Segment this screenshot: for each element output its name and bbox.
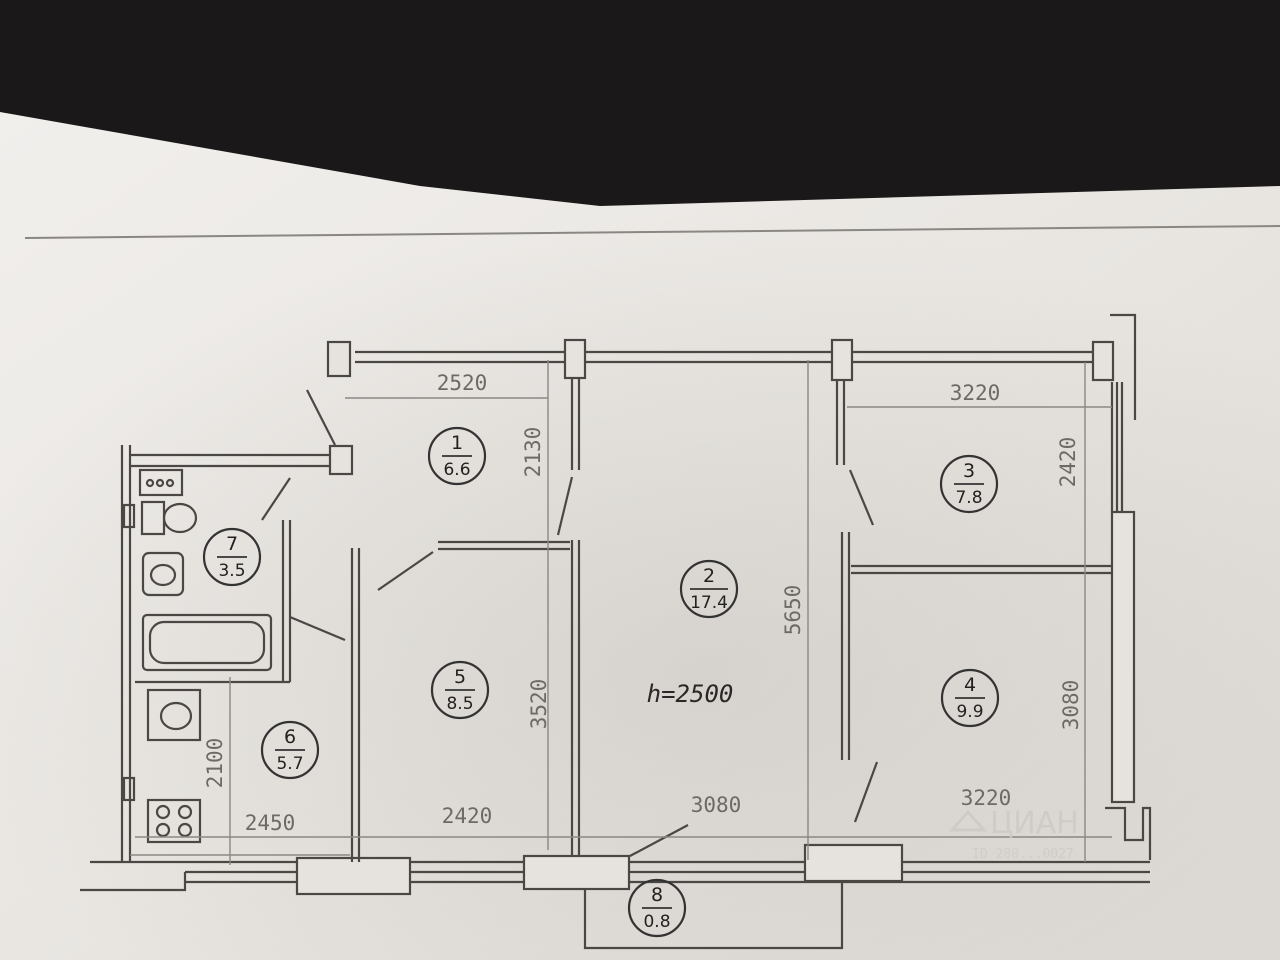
room-markers [202,426,1000,938]
watermark: ЦИАН ID 280...0027 [948,806,1079,862]
page-border-line [24,225,1280,239]
dim-room1-depth: 2130 [521,427,545,478]
room-8-area: 0.8 [643,912,670,932]
room-2-area: 17.4 [690,593,728,613]
watermark-brand: ЦИАН [990,806,1079,841]
room-7-area: 3.5 [218,561,245,581]
room-marker-dividers [217,455,985,909]
dim-kitchen-width: 2450 [245,811,296,835]
room-5-area: 8.5 [446,694,473,714]
room-3-number: 3 [963,460,975,482]
room-2-number: 2 [703,565,715,587]
dim-kitchen-depth: 2100 [203,738,227,789]
dim-room5-depth: 3520 [527,679,551,730]
room-6-number: 6 [284,726,296,748]
room-4-area: 9.9 [956,702,983,722]
dim-room4-depth: 3080 [1059,680,1083,731]
dim-room3-depth: 2420 [1056,437,1080,488]
dim-room5-width: 2420 [442,804,493,828]
dim-room2-width: 3080 [691,793,742,817]
room-1-number: 1 [451,432,463,454]
ceiling-height-label: h=2500 [647,680,734,708]
dim-room2-depth: 5650 [781,585,805,636]
dim-room3-width: 3220 [950,381,1001,405]
cian-logo-icon [948,809,988,832]
room-7-number: 7 [226,533,238,555]
dim-room4-width: 3220 [961,786,1012,810]
room-4-number: 4 [964,674,976,696]
plan-lines [80,313,1152,950]
dim-room1-width: 2520 [437,371,488,395]
dimension-labels: 2520 3220 2130 2420 5650 3520 3080 2100 … [203,371,1083,835]
room-1-area: 6.6 [443,460,470,480]
dimension-lines [130,360,1112,865]
watermark-id: ID 280...0027 [972,847,1074,862]
room-5-number: 5 [454,666,466,688]
room-8-number: 8 [651,884,663,906]
room-labels: 1 6.6 2 17.4 3 7.8 4 9.9 5 8.5 6 5.7 7 3… [218,432,983,932]
room-3-area: 7.8 [955,488,982,508]
room-6-area: 5.7 [276,754,303,774]
